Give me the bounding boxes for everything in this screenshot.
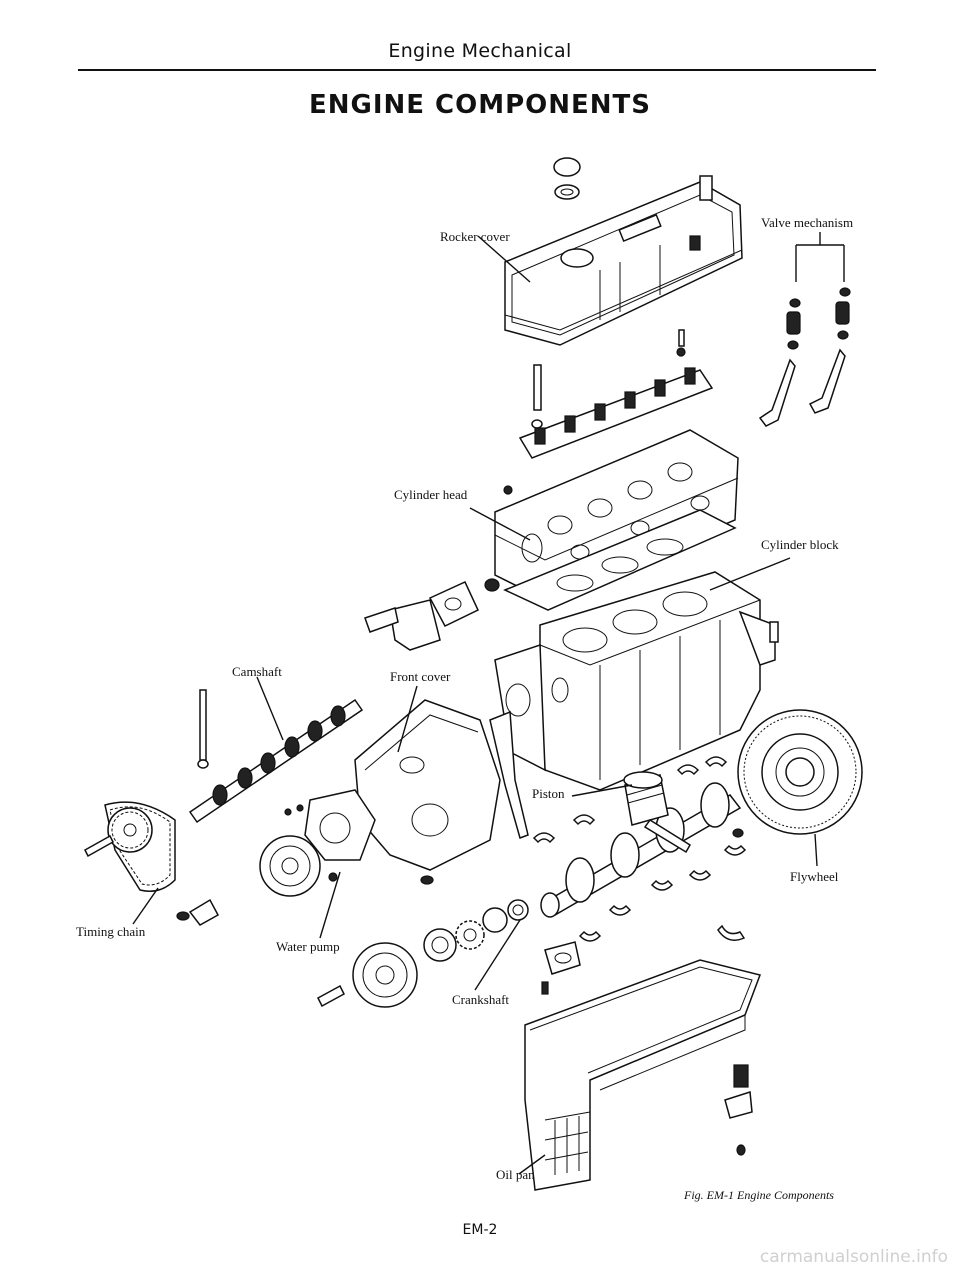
label-camshaft: Camshaft [232,664,282,679]
leader-lines [132,235,818,1175]
section-header: Engine Mechanical [388,40,572,62]
page-title: ENGINE COMPONENTS [308,90,652,120]
watermark: carmanualsonline.info [759,1247,948,1267]
flywheel [737,709,863,835]
label-cylinder-block: Cylinder block [761,537,839,552]
valve-mechanism-parts [758,232,851,427]
label-timing-chain: Timing chain [76,924,146,939]
header-rule [78,69,876,71]
rocker-cover [504,175,743,346]
label-water-pump: Water pump [276,939,340,954]
camshaft [188,689,364,824]
thermostat-housing [364,578,500,651]
label-oil-pan: Oil pan [496,1167,535,1182]
rocker-assembly [518,329,714,459]
label-front-cover: Front cover [390,669,451,684]
timing-chain-assembly [84,801,220,926]
label-cylinder-head: Cylinder head [394,487,468,502]
label-crankshaft: Crankshaft [452,992,510,1007]
piston [623,771,692,854]
label-valve-mechanism: Valve mechanism [761,215,854,230]
oil-pump [541,941,581,995]
drain-plug-parts [724,1064,753,1156]
crank-pulley-sprockets [317,875,529,1008]
head-gasket [503,509,737,611]
oil-pan [524,959,761,1191]
bearing-shells [532,756,747,942]
figure-caption: Fig. EM-1 Engine Components [684,1188,834,1202]
front-cover [354,699,529,871]
water-pump [259,789,376,897]
oil-filler-cap [553,157,581,200]
cylinder-block [494,571,779,791]
cylinder-head [494,429,739,601]
page-number: EM-2 [462,1222,498,1238]
label-piston: Piston [532,786,565,801]
label-flywheel: Flywheel [790,869,839,884]
label-rocker-cover: Rocker cover [440,229,510,244]
crankshaft [540,782,742,918]
